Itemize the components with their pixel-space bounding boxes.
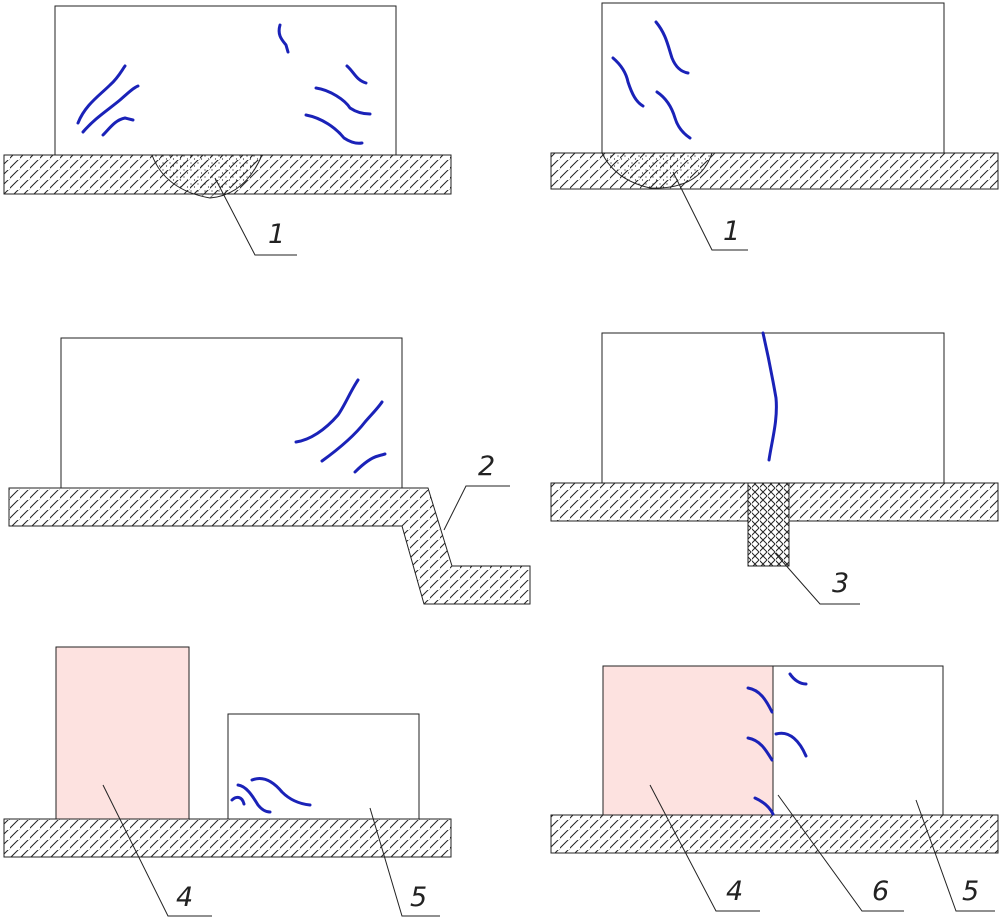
plate bbox=[3, 818, 452, 858]
leader-line bbox=[777, 794, 904, 912]
crack bbox=[81, 84, 140, 134]
crack bbox=[304, 113, 364, 145]
crack bbox=[230, 795, 246, 806]
crack bbox=[753, 796, 775, 816]
block bbox=[60, 337, 403, 489]
callout-label: 4 bbox=[726, 876, 743, 907]
crack bbox=[654, 20, 690, 75]
block bbox=[54, 5, 397, 156]
crack bbox=[320, 400, 384, 463]
crack bbox=[746, 736, 774, 762]
panel-top-right: 1 bbox=[550, 2, 999, 251]
block-5 bbox=[227, 713, 420, 820]
crack bbox=[611, 56, 645, 108]
leader-line bbox=[915, 799, 995, 912]
panel-bottom-right: 4 6 5 bbox=[550, 665, 999, 912]
block-4 bbox=[55, 646, 190, 820]
crack bbox=[314, 86, 372, 116]
leader-line bbox=[369, 807, 440, 917]
crack bbox=[277, 23, 290, 54]
leader-line bbox=[214, 177, 297, 256]
block-5 bbox=[772, 665, 944, 816]
block bbox=[601, 332, 945, 484]
crack bbox=[774, 731, 808, 758]
crack bbox=[655, 90, 692, 140]
panel-bottom-left: 4 5 bbox=[3, 646, 452, 917]
crack bbox=[250, 777, 312, 807]
callout-label: 5 bbox=[410, 882, 427, 913]
callout-label: 6 bbox=[872, 876, 889, 907]
leader-line bbox=[774, 552, 860, 605]
crack bbox=[345, 64, 368, 85]
callout-label: 5 bbox=[962, 876, 979, 907]
callout-label: 4 bbox=[176, 882, 193, 913]
crack bbox=[76, 64, 127, 125]
callout-label: 3 bbox=[832, 568, 849, 599]
weld-zone-hatch bbox=[152, 155, 262, 198]
weld-zone-hatch bbox=[602, 153, 712, 189]
panel-middle-left: 2 bbox=[8, 337, 531, 605]
insert-crosshatch bbox=[747, 482, 790, 567]
crack bbox=[788, 672, 808, 686]
crack bbox=[761, 331, 778, 462]
callout-label: 2 bbox=[478, 451, 495, 482]
panel-middle-right: 3 bbox=[550, 331, 999, 605]
crack bbox=[236, 783, 272, 814]
crack bbox=[746, 686, 774, 714]
panel-top-left: 1 bbox=[3, 5, 452, 256]
callout-label: 1 bbox=[268, 219, 285, 250]
crack bbox=[294, 378, 360, 444]
block bbox=[601, 2, 945, 154]
crack bbox=[101, 116, 135, 137]
crack bbox=[353, 452, 387, 474]
plate bbox=[550, 814, 999, 854]
callout-label: 1 bbox=[723, 216, 740, 247]
leader-line bbox=[102, 784, 212, 917]
leader-line bbox=[443, 485, 510, 531]
bent-plate bbox=[8, 487, 531, 605]
leader-line bbox=[672, 171, 748, 251]
leader-line bbox=[649, 784, 760, 912]
